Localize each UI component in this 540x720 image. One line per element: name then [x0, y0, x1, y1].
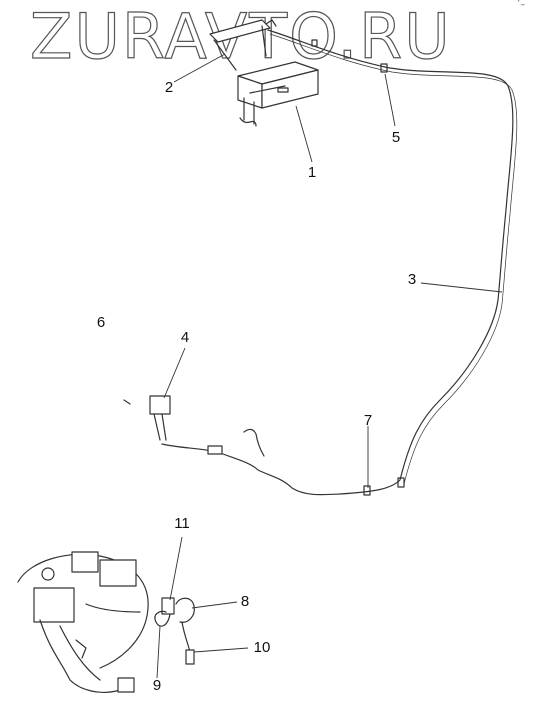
corner-mark: ´–	[516, 0, 525, 10]
callout-2: 2	[164, 79, 174, 96]
cable-clip	[380, 63, 388, 73]
connector-lead	[123, 395, 265, 457]
callout-9: 9	[152, 677, 162, 694]
control-unit	[237, 61, 319, 127]
callout-1: 1	[307, 164, 317, 181]
mounting-bracket	[209, 19, 277, 71]
pedal-assembly	[17, 551, 149, 693]
callout-5: 5	[391, 129, 401, 146]
cable-clip	[311, 39, 318, 47]
callout-3: 3	[407, 271, 417, 288]
callout-4: 4	[180, 329, 190, 346]
callout-11: 11	[174, 515, 190, 532]
callout-6: 6	[96, 314, 106, 331]
callout-7: 7	[363, 412, 373, 429]
harness-cable	[161, 29, 514, 496]
sensor-assembly	[154, 597, 195, 665]
cable-clip	[397, 477, 405, 488]
callout-8: 8	[240, 593, 250, 610]
cable-clip	[363, 485, 371, 496]
callout-10: 10	[253, 639, 271, 656]
